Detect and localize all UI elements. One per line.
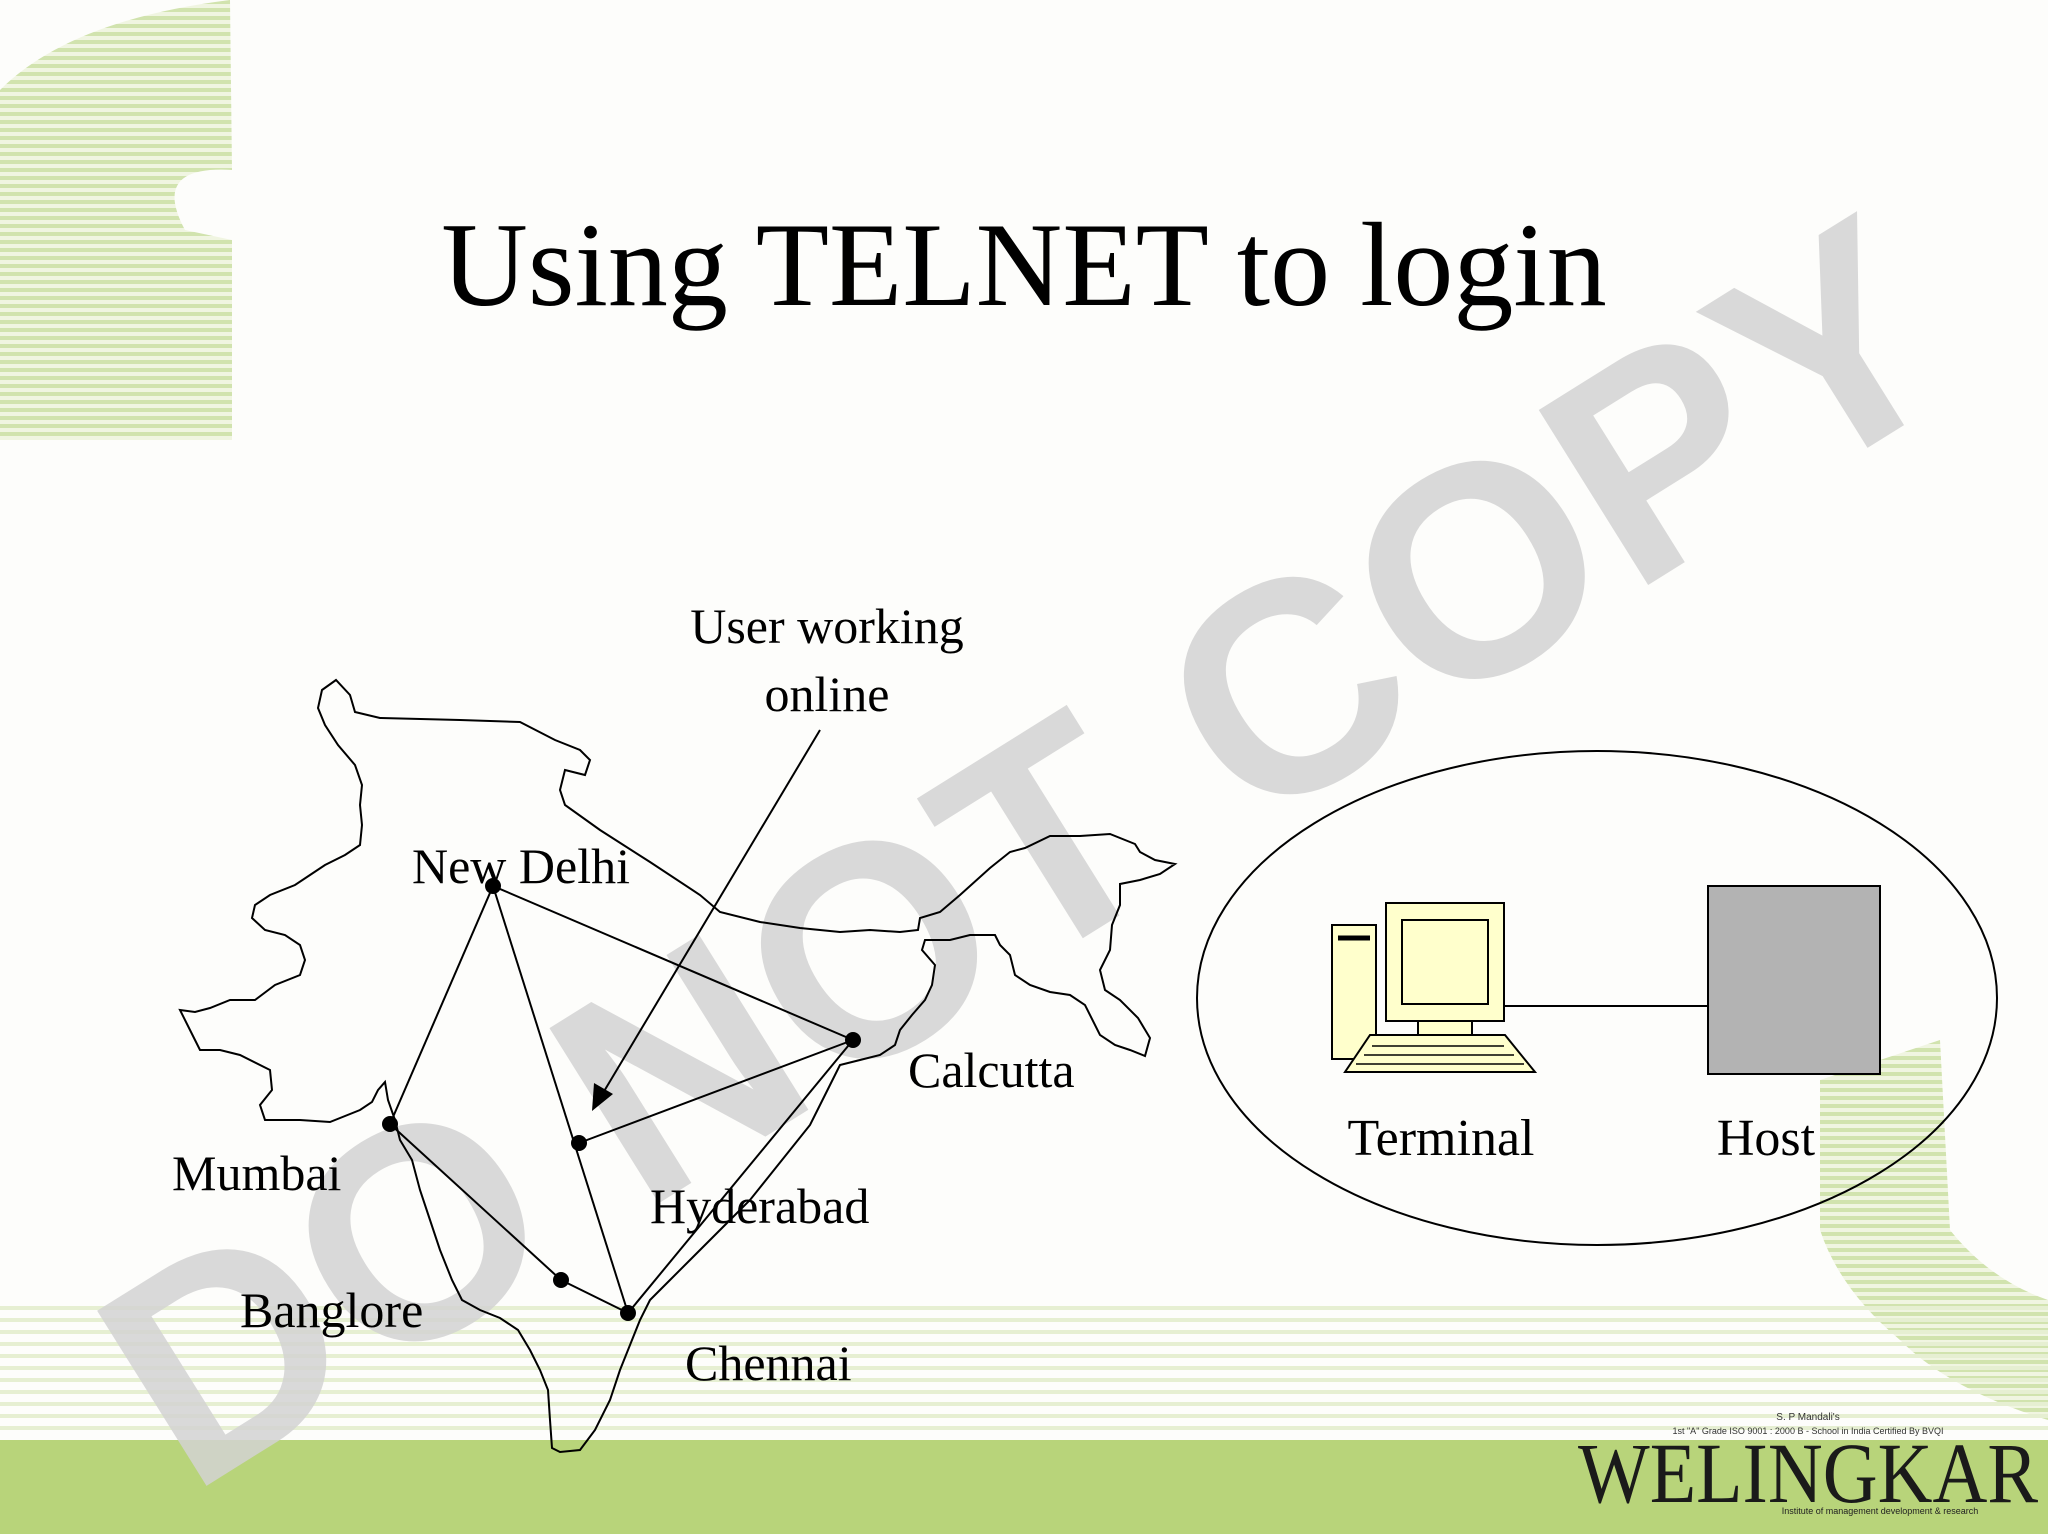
welingkar-logo: S. P Mandali's 1st "A" Grade ISO 9001 : … bbox=[1578, 1412, 2039, 1521]
terminal-icon bbox=[1331, 902, 1538, 1073]
node-mumbai bbox=[382, 1116, 398, 1132]
node-new-delhi bbox=[485, 878, 501, 894]
label-mumbai: Mumbai bbox=[172, 1145, 341, 1201]
label-calcutta: Calcutta bbox=[908, 1042, 1075, 1098]
logo-tagline-3: Institute of management development & re… bbox=[1782, 1506, 1979, 1516]
terminal-label: Terminal bbox=[1348, 1110, 1535, 1167]
india-map-outline bbox=[178, 678, 1178, 1454]
node-hyderabad bbox=[571, 1135, 587, 1151]
terminal-host-ellipse bbox=[1196, 750, 1998, 1246]
label-chennai: Chennai bbox=[685, 1335, 852, 1391]
decorative-quote-bottom-right bbox=[1820, 1040, 2048, 1420]
host-box bbox=[1707, 885, 1881, 1075]
network-links bbox=[389, 885, 854, 1314]
node-chennai bbox=[620, 1305, 636, 1321]
label-banglore: Banglore bbox=[240, 1282, 423, 1338]
label-hyderabad: Hyderabad bbox=[650, 1178, 869, 1234]
logo-tagline-1: S. P Mandali's bbox=[1776, 1412, 1839, 1423]
host-label: Host bbox=[1717, 1110, 1816, 1167]
annotation-line2: online bbox=[765, 666, 890, 722]
slide-title: Using TELNET to login bbox=[441, 198, 1607, 331]
node-banglore bbox=[553, 1272, 569, 1288]
logo-tagline-2: 1st "A" Grade ISO 9001 : 2000 B - School… bbox=[1672, 1426, 1943, 1436]
annotation-line1: User working bbox=[690, 598, 964, 654]
decorative-quote-top-left bbox=[0, 0, 232, 440]
footer-bar bbox=[0, 1440, 2048, 1534]
logo-name: WELINGKAR bbox=[1578, 1425, 2039, 1521]
user-online-arrow bbox=[592, 729, 821, 1111]
bottom-stripes bbox=[0, 1306, 2048, 1430]
node-calcutta bbox=[845, 1032, 861, 1048]
label-new-delhi: New Delhi bbox=[412, 838, 630, 894]
